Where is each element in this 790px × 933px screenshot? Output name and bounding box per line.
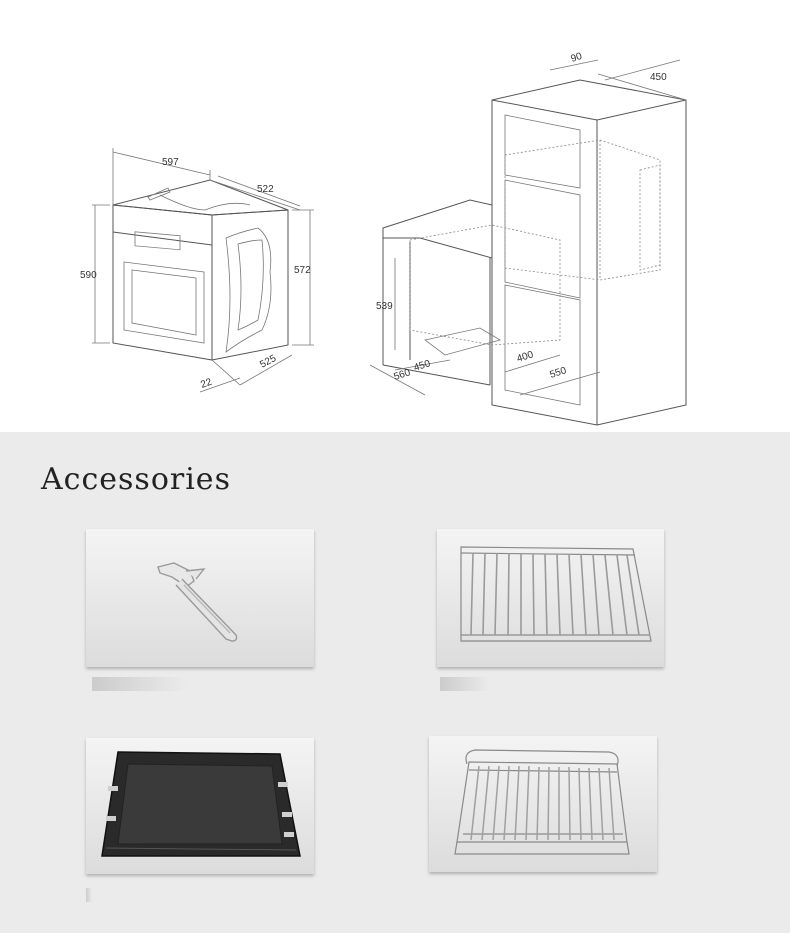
cabinet-cutout-depth-label: 400 [516,349,536,365]
oven-side-height-label: 572 [294,265,311,276]
cabinet-cutout-width-label: 550 [549,365,569,381]
oven-front-label: 22 [199,377,214,391]
technical-drawing: 597 522 590 572 525 22 90 450 539 560 45… [0,0,790,432]
caption-placeholder [92,677,187,691]
accessory-card-tray-handle [86,529,314,667]
caption-placeholder [86,888,92,902]
dimension-drawing-svg: 597 522 590 572 525 22 90 450 539 560 45… [80,51,687,426]
grill-rack-icon [454,749,630,855]
oven-depth-label: 522 [257,184,274,195]
cabinet-top-depth-label: 450 [650,72,667,83]
accessory-card-grill-rack [429,736,657,872]
oven-body-depth-label: 525 [258,353,278,371]
cabinet-drawing [369,59,687,426]
oven-height-label: 590 [80,270,97,281]
baking-tray-icon [101,751,301,857]
wire-rack-icon [460,546,652,642]
cabinet-height-label: 539 [376,301,393,312]
accessory-card-baking-tray [86,738,314,874]
cabinet-base-depth-label: 450 [413,358,433,374]
cabinet-base-width-label: 560 [393,367,413,383]
tray-handle-icon [157,562,238,642]
accessory-card-wire-rack [437,529,664,667]
accessories-title: Accessories [41,462,231,497]
oven-drawing [92,148,314,393]
oven-width-label: 597 [162,157,179,168]
accessories-section: Accessories [0,432,790,933]
caption-placeholder [440,677,490,691]
cabinet-top-gap-label: 90 [570,51,584,65]
